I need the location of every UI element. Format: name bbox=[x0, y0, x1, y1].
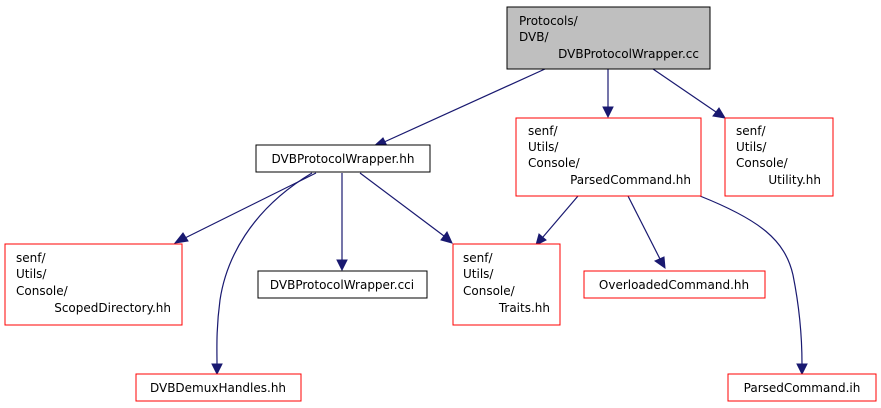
node-parsed-command-hh[interactable]: senf/ Utils/ Console/ ParsedCommand.hh bbox=[515, 117, 702, 197]
node-root-file-line: DVBProtocolWrapper.cc bbox=[558, 47, 699, 61]
arrowhead-parsed-command-hh-to-overloaded-command-hh bbox=[653, 256, 666, 270]
edge-parsed-command-hh-to-traits-hh bbox=[542, 195, 579, 238]
edge-wrapper-hh-to-demux-handles-hh bbox=[216, 172, 313, 365]
arrowhead-root-to-utility-hh bbox=[712, 107, 726, 119]
edge-wrapper-hh-to-traits-hh bbox=[359, 172, 445, 237]
node-root-file[interactable]: Protocols/ DVB/ DVBProtocolWrapper.cc bbox=[506, 6, 711, 70]
edge-root-to-utility-hh bbox=[652, 68, 717, 113]
node-wrapper-cci-label: DVBProtocolWrapper.cci bbox=[270, 278, 414, 292]
node-overloaded-command-hh-box bbox=[583, 270, 766, 299]
arrowhead-parsed-command-hh-to-parsed-command-ih bbox=[796, 363, 808, 376]
node-scoped-directory-hh[interactable]: senf/ Utils/ Console/ ScopedDirectory.hh bbox=[4, 243, 183, 326]
node-traits-hh-line: Utils/ bbox=[463, 267, 494, 281]
node-overloaded-command-hh[interactable]: OverloadedCommand.hh bbox=[583, 270, 766, 299]
node-utility-hh-line: Console/ bbox=[736, 156, 789, 170]
node-scoped-directory-hh-line: senf/ bbox=[16, 251, 46, 265]
node-utility-hh-line: Utility.hh bbox=[768, 173, 821, 187]
node-demux-handles-hh[interactable]: DVBDemuxHandles.hh bbox=[135, 373, 302, 402]
node-wrapper-hh-box bbox=[255, 144, 431, 173]
node-scoped-directory-hh-line: ScopedDirectory.hh bbox=[54, 301, 171, 315]
edge-wrapper-hh-to-scoped-directory-hh bbox=[184, 172, 317, 239]
arrowhead-wrapper-hh-to-demux-handles-hh bbox=[211, 363, 223, 376]
node-traits-hh-line: senf/ bbox=[463, 251, 493, 265]
node-traits-hh-line: Console/ bbox=[463, 284, 516, 298]
node-traits-hh-line: Traits.hh bbox=[498, 301, 550, 315]
arrowhead-wrapper-hh-to-traits-hh bbox=[440, 231, 453, 244]
arrowhead-parsed-command-hh-to-traits-hh bbox=[535, 233, 547, 246]
node-demux-handles-hh-label: DVBDemuxHandles.hh bbox=[150, 381, 286, 395]
arrowhead-wrapper-hh-to-scoped-directory-hh bbox=[173, 232, 189, 244]
node-parsed-command-hh-line: Console/ bbox=[528, 156, 581, 170]
arrowhead-wrapper-hh-to-wrapper-cci bbox=[336, 259, 348, 272]
node-demux-handles-hh-box bbox=[135, 373, 302, 402]
node-parsed-command-hh-line: ParsedCommand.hh bbox=[570, 173, 691, 187]
edge-root-to-wrapper-hh bbox=[381, 68, 546, 144]
node-scoped-directory-hh-line: Console/ bbox=[16, 284, 69, 298]
node-parsed-command-ih-box bbox=[727, 373, 877, 402]
node-parsed-command-ih[interactable]: ParsedCommand.ih bbox=[727, 373, 877, 402]
node-traits-hh[interactable]: senf/ Utils/ Console/ Traits.hh bbox=[452, 243, 561, 326]
node-utility-hh-line: Utils/ bbox=[736, 140, 767, 154]
node-scoped-directory-hh-line: Utils/ bbox=[16, 267, 47, 281]
edge-parsed-command-hh-to-parsed-command-ih bbox=[699, 195, 803, 365]
node-scoped-directory-hh-box bbox=[4, 243, 183, 326]
node-root-file-line: DVB/ bbox=[519, 30, 549, 44]
node-traits-hh-box bbox=[452, 243, 561, 326]
node-overloaded-command-hh-label: OverloadedCommand.hh bbox=[599, 278, 749, 292]
node-wrapper-cci[interactable]: DVBProtocolWrapper.cci bbox=[257, 270, 428, 299]
node-parsed-command-ih-label: ParsedCommand.ih bbox=[744, 381, 861, 395]
node-utility-hh-box bbox=[724, 117, 834, 197]
node-utility-hh[interactable]: senf/ Utils/ Console/ Utility.hh bbox=[724, 117, 834, 197]
node-root-file-line: Protocols/ bbox=[519, 14, 579, 28]
node-parsed-command-hh-line: senf/ bbox=[528, 124, 558, 138]
node-parsed-command-hh-box bbox=[515, 117, 702, 197]
node-root-file-box bbox=[506, 6, 711, 70]
node-utility-hh-line: senf/ bbox=[736, 124, 766, 138]
node-wrapper-cci-box bbox=[257, 270, 428, 299]
node-wrapper-hh[interactable]: DVBProtocolWrapper.hh bbox=[255, 144, 431, 173]
edges bbox=[173, 68, 808, 376]
node-parsed-command-hh-line: Utils/ bbox=[528, 140, 559, 154]
edge-parsed-command-hh-to-overloaded-command-hh bbox=[627, 195, 661, 260]
node-wrapper-hh-label: DVBProtocolWrapper.hh bbox=[272, 152, 415, 166]
arrowhead-root-to-parsed-command-hh bbox=[602, 106, 614, 119]
